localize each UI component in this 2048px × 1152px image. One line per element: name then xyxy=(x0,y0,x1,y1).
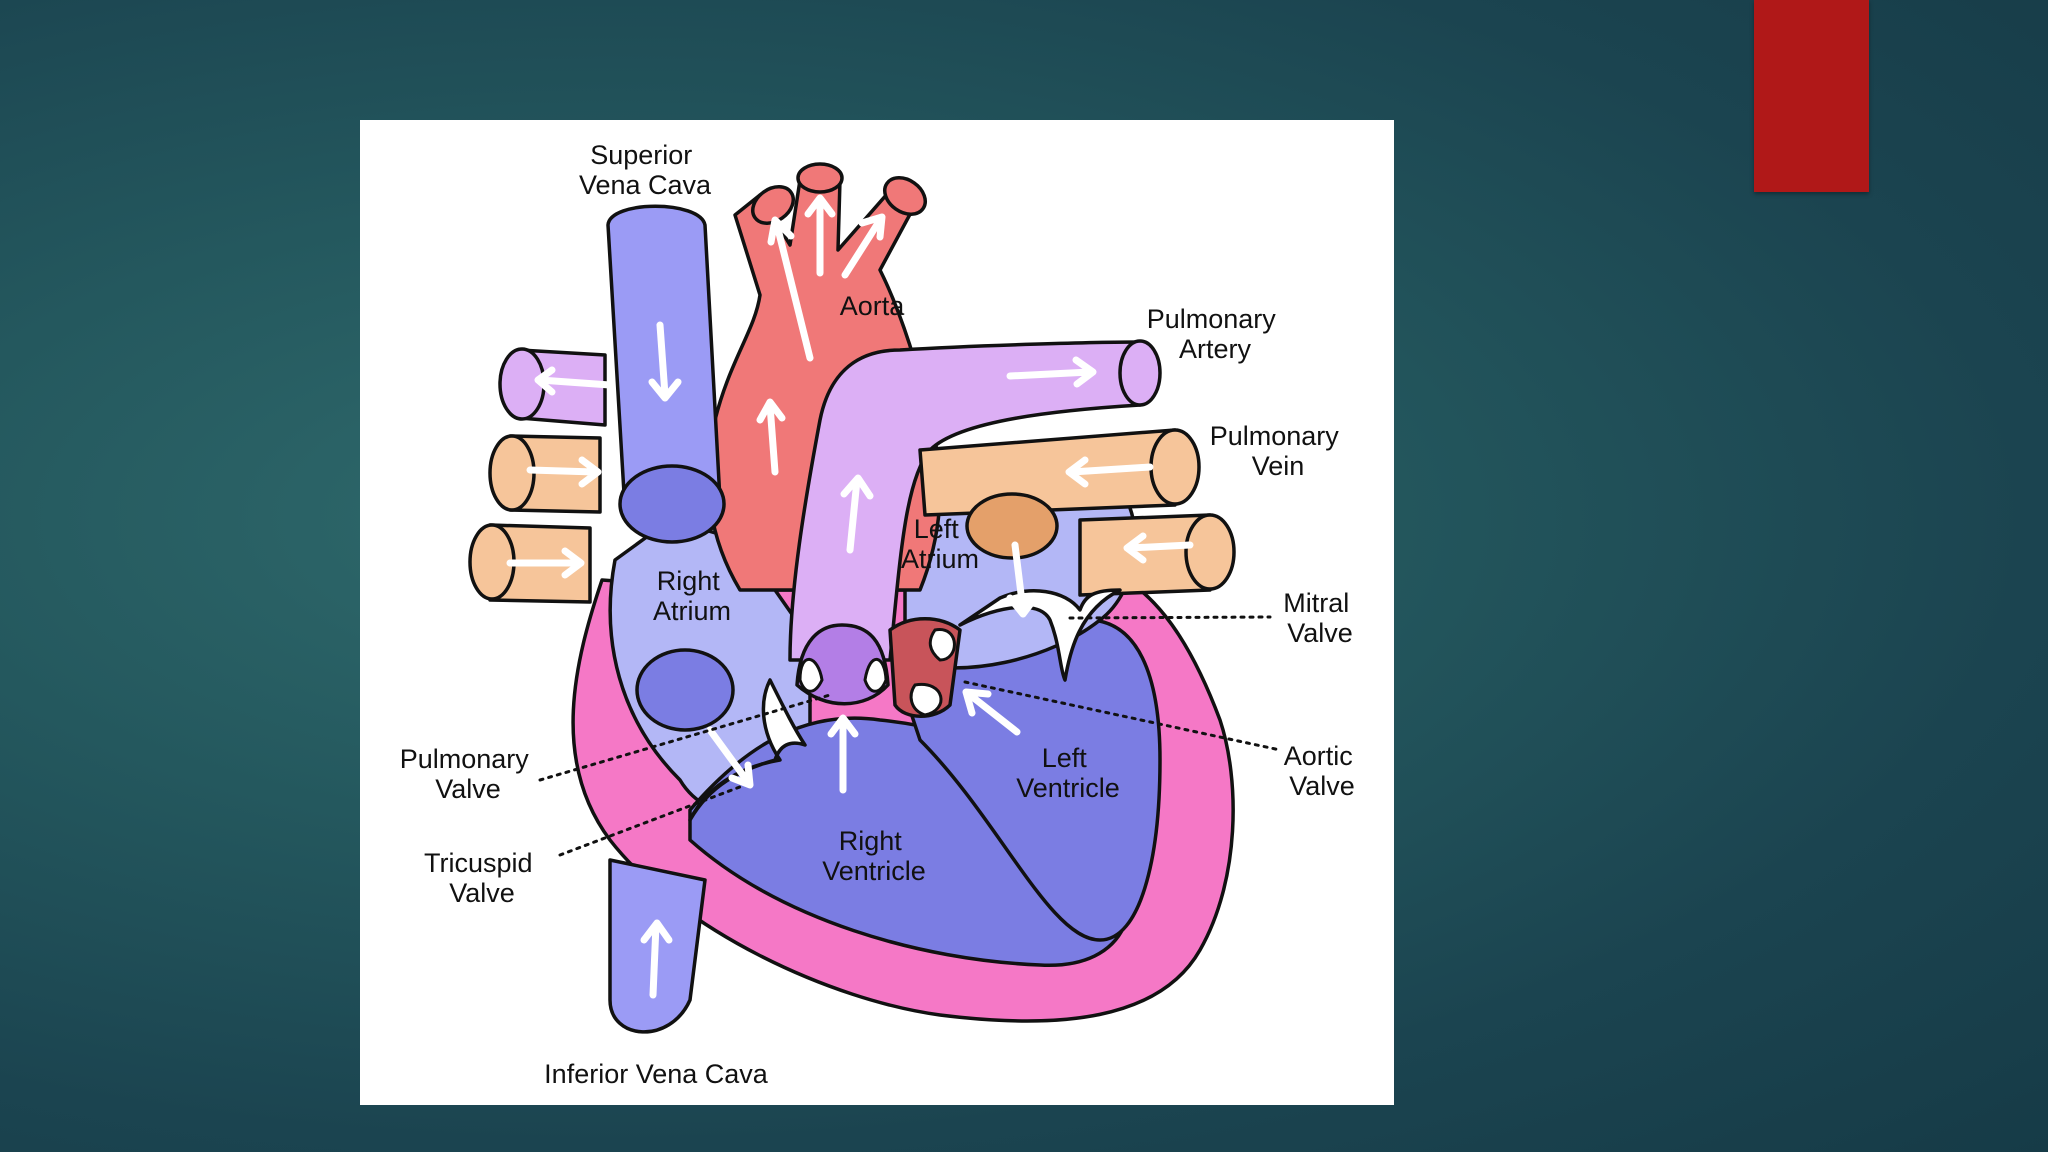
arrow-pv-lower-left-in xyxy=(1123,532,1194,564)
label-pulmonary-artery: Pulmonary Artery xyxy=(1147,304,1284,364)
label-left-atrium: Left Atrium xyxy=(901,514,979,574)
label-pulmonary-vein: Pulmonary Vein xyxy=(1210,421,1347,481)
label-aorta: Aorta xyxy=(840,291,906,321)
pulmonary-valve xyxy=(795,623,890,706)
arrow-pv-lower-in xyxy=(506,547,585,579)
arrow-pv-upper-in xyxy=(526,456,602,488)
label-superior-vena-cava: Superior Vena Cava xyxy=(579,140,712,200)
arrow-lv-up xyxy=(962,688,1021,736)
arrow-ivc-up xyxy=(640,919,673,999)
leader-mitral-valve xyxy=(1068,615,1272,620)
arrow-ra-down xyxy=(706,726,754,789)
arrow-svc-down xyxy=(648,321,682,402)
pulmonary-vein-opening xyxy=(965,492,1059,560)
accent-bar xyxy=(1754,0,1869,192)
flow-arrows xyxy=(506,194,1194,999)
label-aortic-valve: Aortic Valve xyxy=(1284,741,1361,801)
tricuspid-valve xyxy=(688,678,807,822)
label-right-atrium: Right Atrium xyxy=(653,566,731,626)
arrow-pa-left xyxy=(534,366,614,396)
leader-pulmonary-valve xyxy=(538,693,832,782)
mitral-valve xyxy=(958,588,1122,682)
arrow-pa-right xyxy=(1006,356,1097,388)
arrow-aorta-right xyxy=(841,213,886,279)
arrow-aorta-left xyxy=(767,216,814,362)
aortic-valve xyxy=(888,617,962,718)
arrow-aorta-center xyxy=(804,194,836,277)
heart-diagram-svg: Superior Vena Cava Aorta Pulmonary Arter… xyxy=(400,140,1361,1089)
inferior-vena-cava-opening xyxy=(635,648,735,732)
pulmonary-vein-left-lower xyxy=(1078,513,1236,597)
label-right-ventricle: Right Ventricle xyxy=(822,826,926,886)
arrow-aorta-up xyxy=(756,398,786,476)
arrow-la-down xyxy=(1006,541,1039,618)
label-tricuspid-valve: Tricuspid Valve xyxy=(424,848,540,908)
leader-aortic-valve xyxy=(963,680,1282,752)
label-left-ventricle: Left Ventricle xyxy=(1016,743,1120,803)
heart-diagram: Superior Vena Cava Aorta Pulmonary Arter… xyxy=(360,120,1394,1105)
label-mitral-valve: Mitral Valve xyxy=(1283,588,1357,648)
pulmonary-vein-left-upper xyxy=(918,428,1201,517)
leader-tricuspid-valve xyxy=(558,783,747,857)
label-inferior-vena-cava: Inferior Vena Cava xyxy=(544,1059,769,1089)
arrow-rv-up xyxy=(827,714,859,794)
arrow-pv-upper-left-in xyxy=(1065,456,1154,488)
pulmonary-artery-left-branch xyxy=(498,347,607,427)
arrow-pa-up xyxy=(840,474,874,554)
pulmonary-artery xyxy=(788,340,1142,662)
label-pulmonary-valve: Pulmonary Valve xyxy=(400,744,537,804)
